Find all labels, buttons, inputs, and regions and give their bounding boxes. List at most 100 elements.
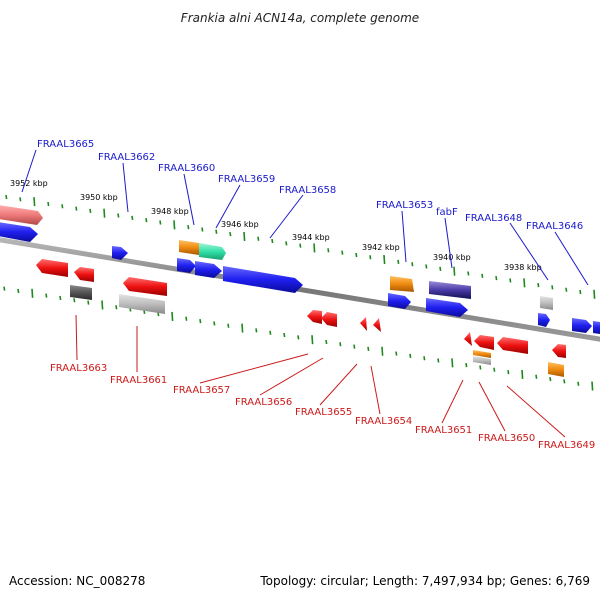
tick-mark bbox=[159, 220, 162, 225]
gene-label[interactable]: FRAAL3651 bbox=[415, 425, 472, 436]
gene-label[interactable]: FRAAL3650 bbox=[478, 433, 535, 444]
tick-mark bbox=[185, 316, 188, 321]
tick-mark bbox=[563, 379, 566, 384]
gene-arrow[interactable] bbox=[195, 261, 222, 278]
tick-mark bbox=[353, 344, 356, 349]
gene-label[interactable]: FRAAL3662 bbox=[98, 152, 155, 163]
tick-mark bbox=[453, 266, 456, 276]
tick-mark bbox=[285, 241, 288, 246]
tick-mark bbox=[481, 273, 484, 278]
tick-mark bbox=[31, 288, 34, 298]
tick-mark bbox=[313, 243, 316, 253]
gene-arrow[interactable] bbox=[0, 222, 38, 242]
gene-label[interactable]: FRAAL3654 bbox=[355, 416, 412, 427]
genome-backbone bbox=[0, 237, 600, 342]
tick-mark bbox=[241, 323, 244, 333]
gene-arrow[interactable] bbox=[388, 293, 411, 309]
gene-label[interactable]: FRAAL3657 bbox=[173, 385, 230, 396]
gene-arrow[interactable] bbox=[464, 332, 472, 346]
tick-mark bbox=[17, 288, 20, 294]
tick-mark bbox=[89, 208, 92, 214]
gene-arrow[interactable] bbox=[307, 310, 322, 324]
gene-arrow[interactable] bbox=[538, 313, 550, 327]
tick-mark bbox=[395, 351, 398, 356]
gene-label[interactable]: FRAAL3665 bbox=[37, 139, 94, 150]
tick-mark bbox=[369, 255, 372, 260]
tick-mark bbox=[33, 197, 36, 207]
gene-label[interactable]: FRAAL3661 bbox=[110, 375, 167, 386]
tick-mark bbox=[213, 321, 216, 326]
tick-mark bbox=[437, 358, 440, 363]
gene-arrow[interactable] bbox=[0, 205, 43, 225]
gene-arrow[interactable] bbox=[70, 285, 92, 300]
accession-text: Accession: NC_008278 bbox=[9, 574, 146, 588]
tick-mark bbox=[549, 376, 552, 382]
gene-arrow[interactable] bbox=[426, 298, 468, 317]
gene-arrow[interactable] bbox=[390, 276, 414, 292]
tick-mark bbox=[451, 358, 454, 368]
gene-arrow[interactable] bbox=[373, 318, 381, 332]
tick-mark bbox=[145, 218, 148, 223]
gene-arrow[interactable] bbox=[74, 267, 94, 282]
gene-arrow[interactable] bbox=[548, 362, 564, 377]
gene-arrow[interactable] bbox=[552, 344, 566, 358]
tick-mark bbox=[131, 215, 134, 220]
tick-mark bbox=[509, 278, 512, 283]
tick-mark bbox=[115, 305, 118, 310]
tick-mark bbox=[59, 295, 62, 301]
gene-arrow[interactable] bbox=[179, 240, 199, 255]
tick-mark bbox=[339, 342, 342, 347]
scale-label: 3938 kbp bbox=[504, 263, 542, 272]
gene-label[interactable]: FRAAL3660 bbox=[158, 163, 215, 174]
tick-mark bbox=[199, 318, 202, 324]
gene-label[interactable]: FRAAL3646 bbox=[526, 221, 583, 232]
gene-arrow[interactable] bbox=[112, 246, 128, 260]
tick-mark bbox=[47, 201, 50, 207]
gene-arrow[interactable] bbox=[540, 296, 553, 310]
tick-mark bbox=[227, 323, 230, 328]
gene-label[interactable]: fabF bbox=[436, 207, 458, 218]
gene-arrow[interactable] bbox=[474, 335, 494, 350]
tick-mark bbox=[327, 248, 330, 253]
tick-mark bbox=[45, 293, 48, 298]
tick-mark bbox=[243, 231, 246, 241]
gene-arrow[interactable] bbox=[473, 356, 491, 365]
gene-arrow[interactable] bbox=[199, 243, 226, 260]
gene-arrow[interactable] bbox=[497, 337, 528, 354]
gene-label[interactable]: FRAAL3655 bbox=[295, 407, 352, 418]
gene-label[interactable]: FRAAL3659 bbox=[218, 174, 275, 185]
tick-mark bbox=[465, 363, 468, 368]
gene-arrow[interactable] bbox=[119, 294, 165, 314]
gene-arrow[interactable] bbox=[36, 259, 68, 277]
gene-label[interactable]: FRAAL3656 bbox=[235, 397, 292, 408]
forward-genes bbox=[0, 205, 600, 334]
tick-mark bbox=[75, 206, 78, 211]
gene-arrow[interactable] bbox=[321, 312, 337, 327]
reverse-callouts bbox=[75, 314, 566, 438]
forward-gene-labels: FRAAL3665 FRAAL3662 FRAAL3660 FRAAL3659 … bbox=[37, 139, 583, 232]
gene-arrow[interactable] bbox=[572, 318, 592, 333]
gene-arrow[interactable] bbox=[223, 266, 303, 293]
reverse-genes bbox=[36, 259, 566, 377]
gene-arrow[interactable] bbox=[123, 277, 167, 296]
map-title: Frankia alni ACN14a, complete genome bbox=[181, 11, 419, 25]
tick-mark bbox=[283, 332, 286, 338]
gene-label[interactable]: FRAAL3663 bbox=[50, 363, 107, 374]
scale-label: 3946 kbp bbox=[221, 220, 259, 229]
gene-arrow[interactable] bbox=[360, 317, 367, 331]
gene-arrow[interactable] bbox=[429, 281, 471, 299]
scale-label: 3942 kbp bbox=[362, 243, 400, 252]
tick-mark bbox=[61, 204, 64, 209]
tick-mark bbox=[269, 330, 272, 335]
scale-label: 3948 kbp bbox=[151, 207, 189, 216]
gene-arrow[interactable] bbox=[593, 321, 600, 334]
gene-arrow[interactable] bbox=[473, 350, 491, 358]
tick-mark bbox=[397, 259, 400, 265]
gene-label[interactable]: FRAAL3658 bbox=[279, 185, 336, 196]
tick-mark bbox=[299, 243, 302, 248]
tick-mark bbox=[535, 374, 538, 379]
gene-arrow[interactable] bbox=[177, 258, 196, 273]
gene-label[interactable]: FRAAL3648 bbox=[465, 213, 522, 224]
gene-label[interactable]: FRAAL3649 bbox=[538, 440, 595, 451]
gene-label[interactable]: FRAAL3653 bbox=[376, 200, 433, 211]
